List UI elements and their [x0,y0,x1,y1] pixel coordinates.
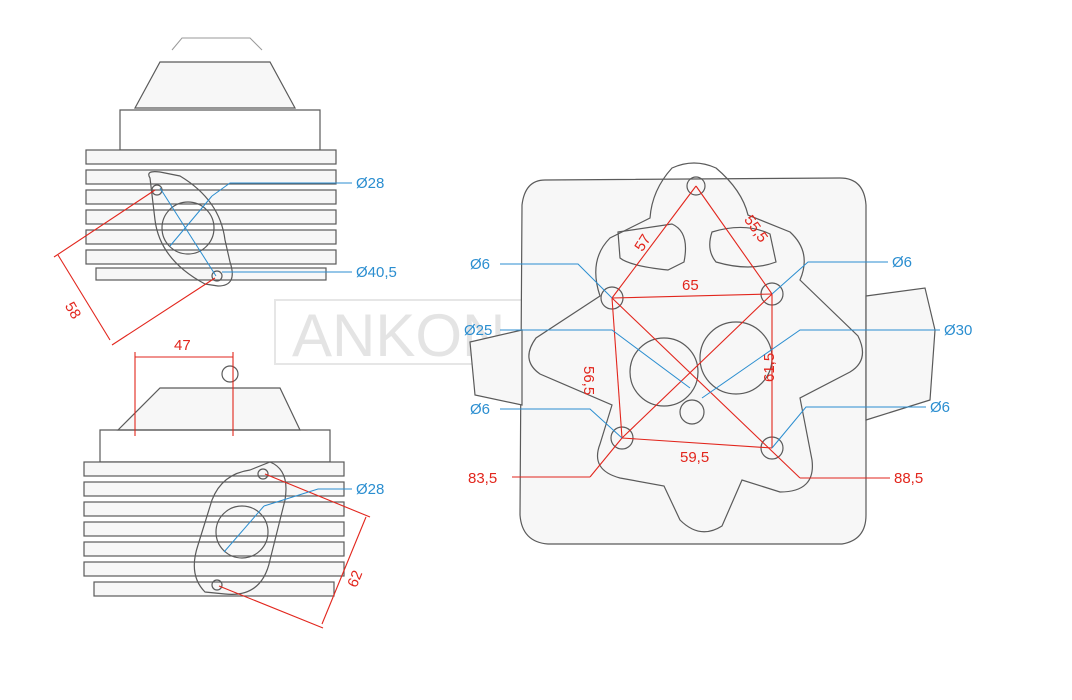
boss-sketch [221,365,239,383]
dim-47-label: 47 [174,337,191,354]
dim-61-5-label: 61,5 [761,353,778,382]
cam-cover-sketch [116,387,301,431]
right-view: 57 55,5 65 56,5 61,5 59,5 83,5 88,5 Ø6 Ø… [464,162,972,545]
stud-hole-sketch [211,579,223,591]
oil-passage-sketch [709,226,777,268]
dim-62-label: 62 [344,568,366,590]
dim-o28-bottom-label: Ø28 [356,481,384,498]
dim-58-label: 58 [61,299,84,322]
dim-o28-top-label: Ø28 [356,175,384,192]
stud-hole-sketch [610,426,634,450]
dimension-62: 62 [218,473,371,629]
cam-cap-sketch [171,37,263,51]
blue-callouts [500,261,940,449]
stud-hole-sketch [151,184,163,196]
dimension-47: 47 [134,337,234,436]
red-dimensions [512,185,890,479]
dim-o6-bottom-left-label: Ø6 [470,401,490,418]
intake-port-sketch [215,505,269,559]
dim-65-label: 65 [682,277,699,294]
oil-passage-sketch [617,223,687,271]
stud-hole-sketch [211,270,223,282]
callout-o28-bottom: Ø28 [223,481,384,553]
dim-56-5-label: 56,5 [580,366,597,395]
dim-o6-bottom-right-label: Ø6 [930,399,950,416]
head-top-sketch [119,109,321,151]
dimension-58: 58 [53,189,216,346]
dim-59-5-label: 59,5 [680,449,709,466]
top-left-view: 58 Ø28 Ø40,5 [53,37,397,346]
stud-hole-sketch [257,468,269,480]
dim-o25-label: Ø25 [464,322,492,339]
intake-flange-sketch [193,461,287,595]
cam-cover-sketch [133,61,297,109]
dim-o6-top-left-label: Ø6 [470,256,490,273]
dim-83-5-label: 83,5 [468,470,497,487]
dim-57-label: 57 [631,231,654,254]
dim-88-5-label: 88,5 [894,470,923,487]
stud-hole-top-sketch [686,176,706,196]
head-outline-sketch [519,177,867,545]
dim-o40-5-label: Ø40,5 [356,264,397,281]
callout-o40-5: Ø40,5 [159,187,397,281]
bottom-left-view: 47 62 Ø28 [83,337,384,629]
dim-o30-label: Ø30 [944,322,972,339]
callout-o28-top: Ø28 [169,175,384,247]
spark-plug-sketch [679,399,705,425]
cooling-fins [83,461,345,597]
side-ear-sketch [469,329,523,406]
dim-o6-top-right-label: Ø6 [892,254,912,271]
intake-valve-sketch [629,337,699,407]
exhaust-flange-sketch [148,171,233,287]
side-ear-sketch [865,287,936,421]
gasket-face-sketch [528,162,864,533]
exhaust-port-sketch [161,201,215,255]
